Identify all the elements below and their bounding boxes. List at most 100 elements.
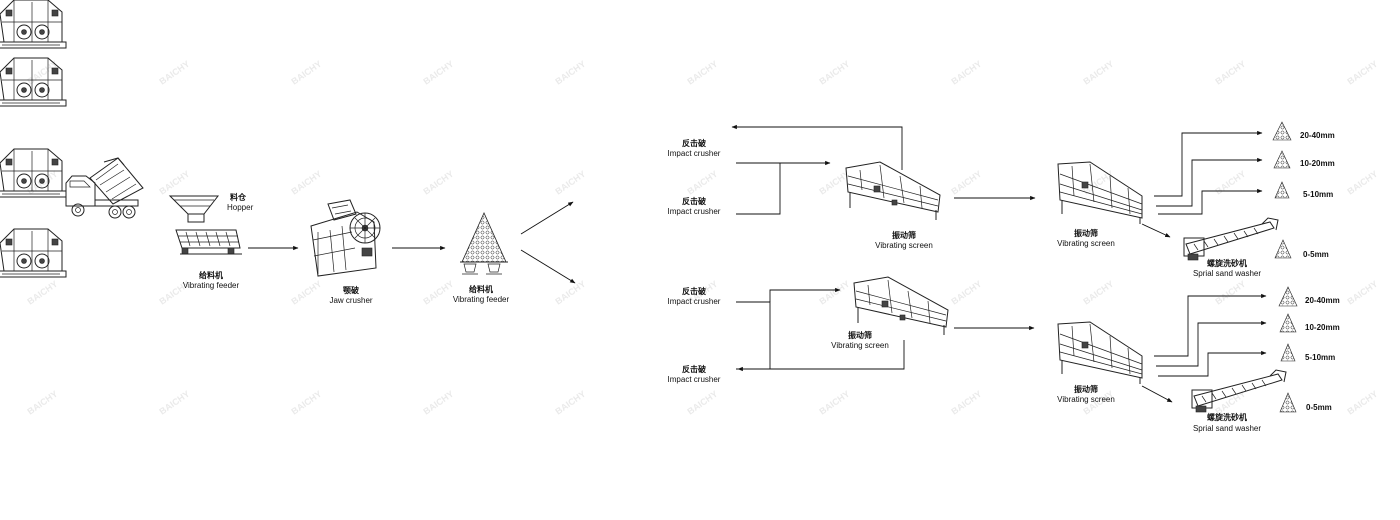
product-pile-icon (1279, 392, 1297, 413)
screen-c-label-en: Vibrating screen (1057, 239, 1115, 248)
screen-d-label-zh: 振动筛 (1074, 384, 1098, 394)
spiral-washer-icon (1183, 217, 1279, 261)
watermark-text: BAICHY (1213, 59, 1247, 87)
vibrating-screen-icon (1057, 161, 1143, 224)
watermark-text: BAICHY (25, 389, 59, 417)
impact3-label-en: Impact crusher (668, 297, 721, 306)
watermark-text: BAICHY (421, 389, 455, 417)
product-pile-icon (1274, 239, 1292, 259)
watermark-text: BAICHY (949, 389, 983, 417)
watermark-text: BAICHY (289, 169, 323, 197)
watermark-text: BAICHY (25, 279, 59, 307)
hopper-label-en: Hopper (227, 203, 254, 212)
watermark-text: BAICHY (817, 389, 851, 417)
flow-arrow (1156, 157, 1263, 207)
watermark-text: BAICHY (553, 169, 587, 197)
labels: 料仓 Hopper 给料机 Vibrating feeder 颚破 Jaw cr… (183, 131, 1340, 433)
flow-bracket (736, 301, 771, 370)
flow-arrow (520, 249, 576, 284)
watermark-text: BAICHY (949, 59, 983, 87)
watermark-text: BAICHY (421, 169, 455, 197)
product-pile-icon (1273, 150, 1291, 169)
washer-top-label-zh: 螺旋洗砂机 (1207, 258, 1247, 268)
watermark-text: BAICHY (289, 389, 323, 417)
product-size-label: 5-10mm (1303, 190, 1333, 199)
hopper-icon (168, 195, 220, 223)
watermark-text: BAICHY (553, 389, 587, 417)
product-pile-icon (1272, 121, 1292, 141)
flow-arrow (1156, 320, 1267, 367)
impact2-label-en: Impact crusher (668, 207, 721, 216)
jaw-label-zh: 颚破 (343, 285, 359, 295)
pile-label-zh: 给料机 (469, 284, 493, 294)
product-size-label: 20-40mm (1300, 131, 1335, 140)
stockpile-cone-icon (460, 212, 508, 275)
screen-a-label-en: Vibrating screen (875, 241, 933, 250)
screen-a-label-zh: 振动筛 (892, 230, 916, 240)
watermark-text: BAICHY (157, 59, 191, 87)
watermark-text: BAICHY (949, 279, 983, 307)
product-size-label: 0-5mm (1306, 403, 1332, 412)
flow-return-arrow (731, 124, 903, 170)
jaw-label-en: Jaw crusher (329, 296, 372, 305)
flow-return-arrow (737, 340, 905, 372)
product-pile-icon (1279, 313, 1297, 333)
product-pile-icon (1274, 181, 1290, 199)
watermark-text: BAICHY (1345, 389, 1379, 417)
flow-arrow (769, 287, 841, 302)
impact1-label-en: Impact crusher (668, 149, 721, 158)
impact4-label-en: Impact crusher (668, 375, 721, 384)
impact-crusher-icon (0, 0, 67, 49)
watermark-text: BAICHY (1081, 59, 1115, 87)
dump-truck-icon (65, 157, 144, 219)
watermark-text: BAICHY (289, 59, 323, 87)
screen-c-label-zh: 振动筛 (1074, 228, 1098, 238)
feeder-label-zh: 给料机 (199, 270, 223, 280)
watermark-text: BAICHY (421, 59, 455, 87)
impact3-label-zh: 反击破 (682, 286, 706, 296)
watermark-text: BAICHY (685, 59, 719, 87)
flow-arrow (520, 201, 574, 235)
watermark-text: BAICHY (1345, 279, 1379, 307)
vibrating-screen-icon (853, 276, 949, 336)
screen-d-label-en: Vibrating screen (1057, 395, 1115, 404)
flow-lines (248, 124, 1267, 403)
watermark-text: BAICHY (1213, 169, 1247, 197)
product-pile-icon (1280, 343, 1296, 362)
product-pile-icon (1278, 286, 1298, 307)
flow-arrow (1158, 188, 1263, 215)
watermark-text: BAICHY (817, 279, 851, 307)
impact4-label-zh: 反击破 (682, 364, 706, 374)
watermark-text: BAICHY (157, 169, 191, 197)
watermark-text: BAICHY (685, 389, 719, 417)
watermark-text: BAICHY (553, 59, 587, 87)
watermark-text: BAICHY (1345, 169, 1379, 197)
hopper-label-zh: 料仓 (230, 192, 247, 202)
impact2-label-zh: 反击破 (682, 196, 706, 206)
product-piles (1272, 121, 1298, 413)
product-size-label: 0-5mm (1303, 250, 1329, 259)
screen-b-label-zh: 振动筛 (848, 330, 872, 340)
impact1-label-zh: 反击破 (682, 138, 706, 148)
watermark-text: BAICHY (1081, 279, 1115, 307)
feeder-label-en: Vibrating feeder (183, 281, 240, 290)
jaw-crusher-icon (310, 199, 381, 277)
product-size-label: 20-40mm (1305, 296, 1340, 305)
pile-label-en: Vibrating feeder (453, 295, 510, 304)
flow-arrow (1154, 293, 1267, 357)
flow-arrow (1141, 223, 1171, 238)
watermark-text: BAICHY (949, 169, 983, 197)
watermark-text: BAICHY (553, 279, 587, 307)
flow-arrow (1154, 130, 1263, 197)
washer-bot-label-zh: 螺旋洗砂机 (1207, 412, 1247, 422)
flow-arrow (1158, 350, 1267, 377)
screen-b-label-en: Vibrating screen (831, 341, 889, 350)
watermark-text: BAICHY (289, 279, 323, 307)
watermark-text: BAICHY (817, 59, 851, 87)
product-size-label: 10-20mm (1300, 159, 1335, 168)
product-size-label: 5-10mm (1305, 353, 1335, 362)
washer-bot-label-en: Sprial sand washer (1193, 424, 1261, 433)
vibrating-feeder-icon (175, 229, 242, 255)
vibrating-screen-icon (845, 161, 941, 220)
